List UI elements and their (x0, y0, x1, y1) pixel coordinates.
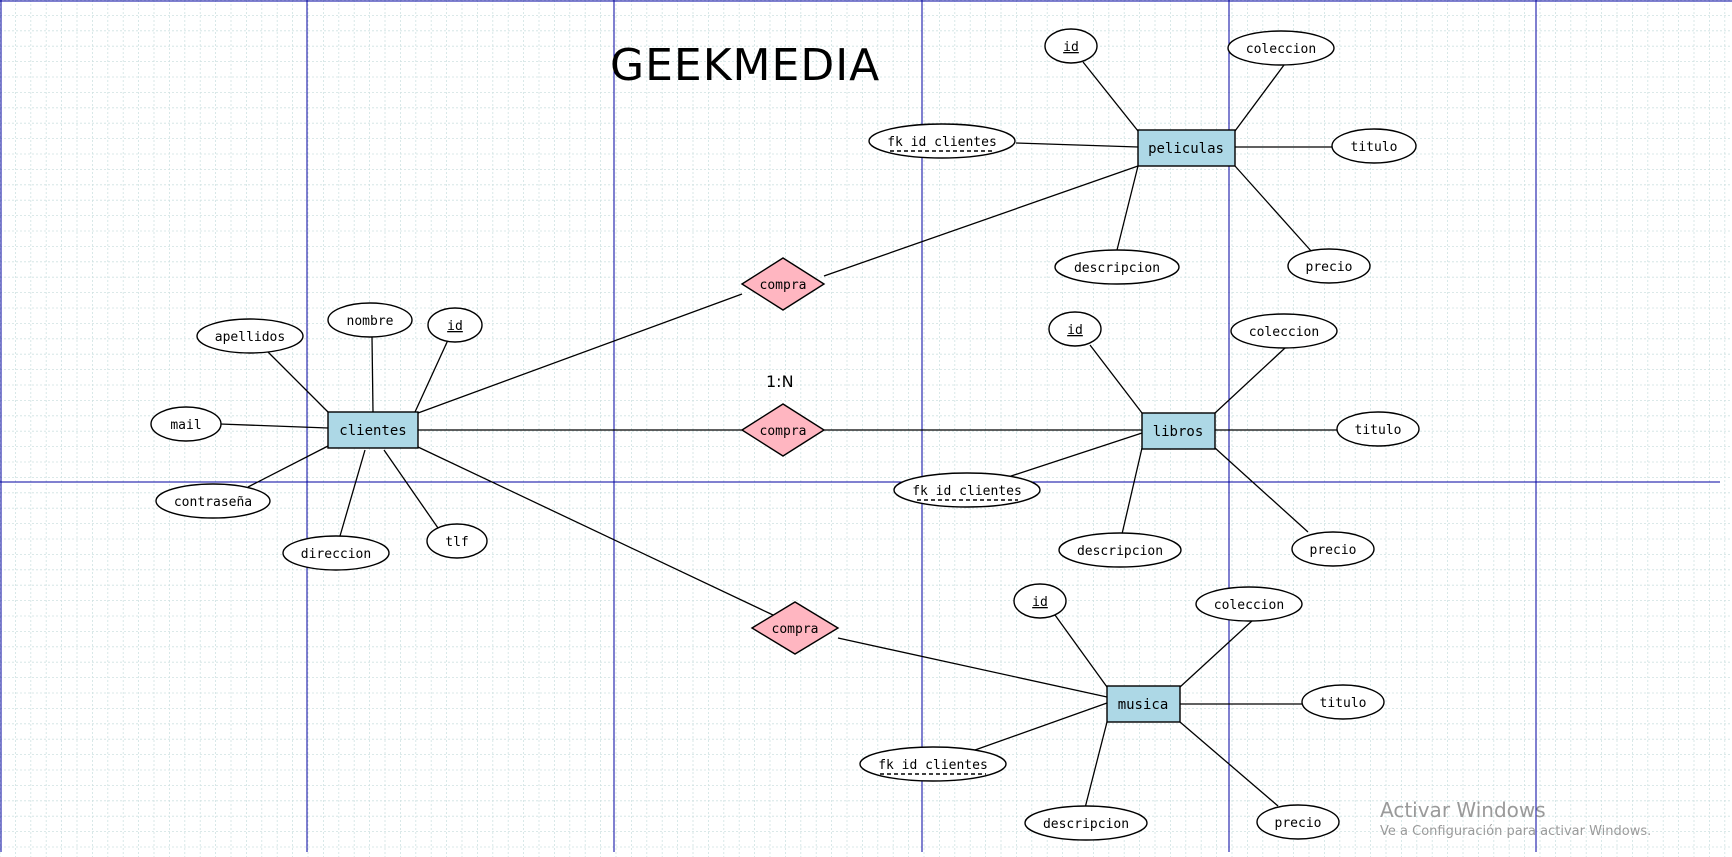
attr-musica-coleccion[interactable]: coleccion (1195, 586, 1303, 622)
relationship-label: compra (760, 278, 807, 293)
attr-label-fk: fk id clientes (887, 135, 997, 150)
attr-clientes-mail[interactable]: mail (150, 406, 222, 442)
entity-peliculas-label: peliculas (1148, 141, 1224, 157)
watermark-title: Activar Windows (1380, 798, 1546, 822)
attr-label: apellidos (215, 330, 285, 345)
attr-peliculas-titulo[interactable]: titulo (1331, 128, 1417, 164)
attr-musica-id[interactable]: id (1013, 583, 1067, 619)
cardinality-label: 1:N (766, 372, 794, 391)
attr-label: contraseña (174, 495, 252, 510)
attr-label-pk: id (1032, 595, 1048, 610)
attr-musica-fk[interactable]: fk id clientes (859, 746, 1007, 782)
attr-label: nombre (347, 314, 394, 329)
attr-clientes-contrasena[interactable]: contraseña (155, 483, 271, 519)
attr-clientes-nombre[interactable]: nombre (327, 302, 413, 338)
attr-label: descripcion (1043, 817, 1129, 832)
windows-activation-watermark: Activar Windows Ve a Configuración para … (1380, 798, 1651, 839)
connector-lines (219, 61, 1338, 809)
attr-libros-coleccion[interactable]: coleccion (1230, 313, 1338, 349)
attr-peliculas-descripcion[interactable]: descripcion (1054, 249, 1180, 285)
attr-clientes-direccion[interactable]: direccion (282, 535, 390, 571)
relationship-compra-peliculas[interactable]: compra (740, 257, 826, 311)
watermark-subtitle: Ve a Configuración para activar Windows. (1380, 824, 1652, 839)
attr-musica-descripcion[interactable]: descripcion (1024, 805, 1148, 841)
attr-label: coleccion (1246, 42, 1316, 57)
entity-clientes-label: clientes (339, 423, 406, 439)
entity-musica[interactable]: musica (1106, 685, 1181, 723)
attr-label: coleccion (1249, 325, 1319, 340)
attr-clientes-tlf[interactable]: tlf (426, 523, 488, 559)
attr-label: titulo (1351, 140, 1398, 155)
relationship-label: compra (760, 424, 807, 439)
attr-label-pk: id (1063, 40, 1079, 55)
attr-clientes-id[interactable]: id (427, 307, 483, 343)
attr-label-pk: id (1067, 323, 1083, 338)
attr-label: direccion (301, 547, 371, 562)
attr-label: titulo (1355, 423, 1402, 438)
attr-label: precio (1275, 816, 1322, 831)
entity-peliculas[interactable]: peliculas (1137, 129, 1236, 167)
attr-libros-descripcion[interactable]: descripcion (1058, 532, 1182, 568)
attr-label-fk: fk id clientes (912, 484, 1022, 499)
entity-clientes[interactable]: clientes (327, 411, 419, 449)
attr-peliculas-coleccion[interactable]: coleccion (1227, 30, 1335, 66)
relationship-compra-libros[interactable]: compra (740, 403, 826, 457)
attr-libros-fk[interactable]: fk id clientes (893, 472, 1041, 508)
entity-libros[interactable]: libros (1141, 412, 1216, 450)
attr-libros-precio[interactable]: precio (1291, 531, 1375, 567)
attr-libros-id[interactable]: id (1048, 311, 1102, 347)
attr-label: tlf (445, 535, 468, 550)
attr-libros-titulo[interactable]: titulo (1336, 411, 1420, 447)
attr-label: precio (1306, 260, 1353, 275)
attr-musica-titulo[interactable]: titulo (1301, 684, 1385, 720)
attr-label: titulo (1320, 696, 1367, 711)
entity-musica-label: musica (1118, 697, 1169, 713)
attr-clientes-apellidos[interactable]: apellidos (196, 318, 304, 354)
attr-label: descripcion (1077, 544, 1163, 559)
attr-peliculas-fk[interactable]: fk id clientes (868, 123, 1016, 159)
relationship-compra-musica[interactable]: compra (750, 601, 840, 655)
diagram-title: GEEKMEDIA (610, 40, 881, 91)
attr-peliculas-id[interactable]: id (1044, 28, 1098, 64)
entity-libros-label: libros (1153, 424, 1204, 440)
attr-label-pk: id (447, 319, 463, 334)
attr-label: mail (170, 418, 201, 433)
attr-label: precio (1310, 543, 1357, 558)
relationship-label: compra (772, 622, 819, 637)
attr-musica-precio[interactable]: precio (1256, 804, 1340, 840)
attr-peliculas-precio[interactable]: precio (1287, 248, 1371, 284)
attr-label: descripcion (1074, 261, 1160, 276)
attr-label: coleccion (1214, 598, 1284, 613)
attr-label-fk: fk id clientes (878, 758, 988, 773)
